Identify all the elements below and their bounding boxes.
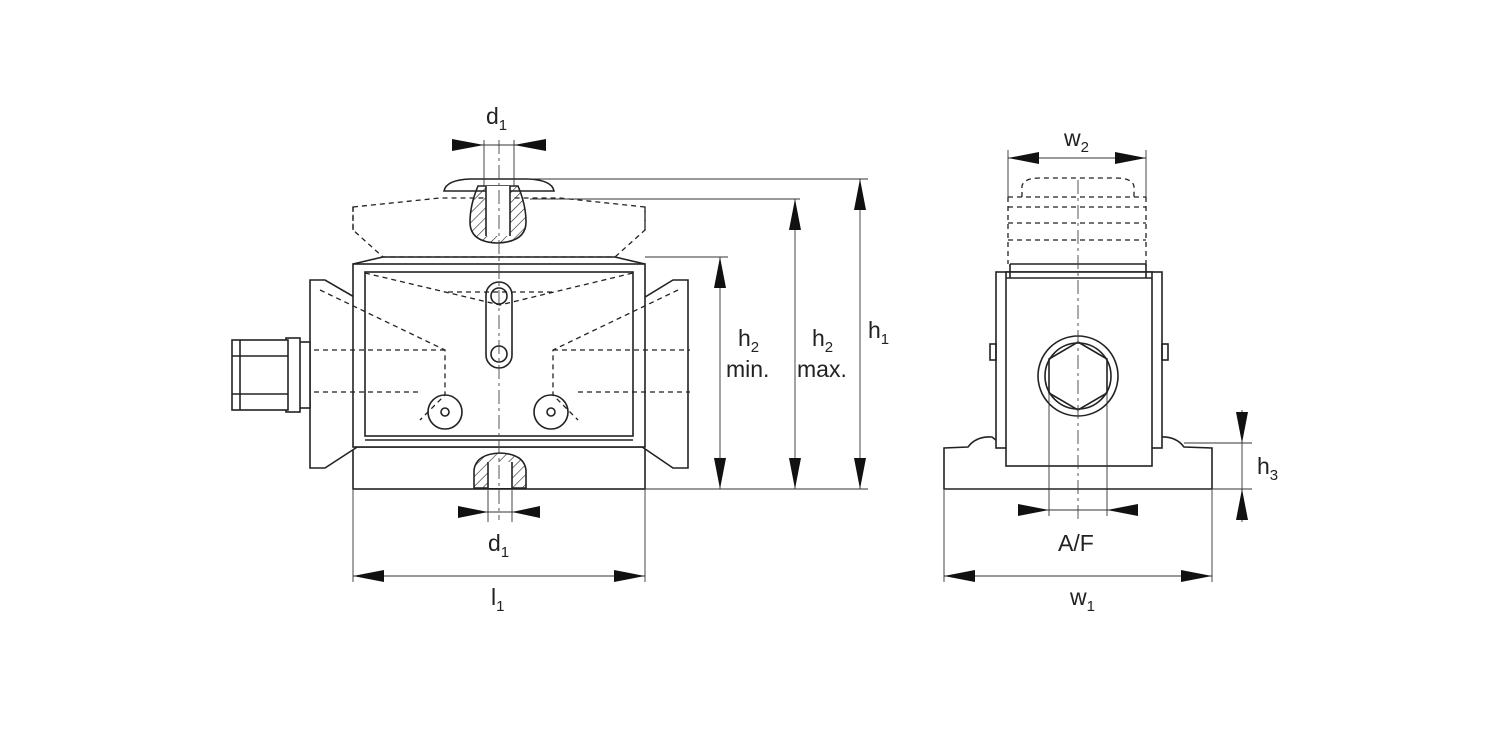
label-af: A/F: [1058, 530, 1094, 556]
label-h2-max-h: h2: [812, 325, 833, 356]
dimension-labels: d1 d1 l1 h2 min. h2 max. h1 w2 w1 A/F h3: [486, 103, 1278, 615]
label-h2-min: min.: [726, 356, 769, 382]
label-h2: h2: [738, 325, 759, 356]
mounting-hole-left: [427, 394, 463, 430]
label-h3: h3: [1257, 453, 1278, 484]
mounting-hole-right: [533, 394, 569, 430]
side-view: [943, 177, 1213, 520]
label-d1-bottom: d1: [488, 530, 509, 561]
label-h2-max: max.: [797, 356, 847, 382]
front-view: [231, 140, 690, 520]
dimension-lines: [352, 139, 1252, 582]
label-l1: l1: [491, 584, 504, 615]
label-w2: w2: [1063, 125, 1089, 156]
adjusting-screw: [231, 337, 311, 413]
label-h1: h1: [868, 317, 889, 348]
label-d1-top: d1: [486, 103, 507, 134]
label-w1: w1: [1069, 584, 1095, 615]
